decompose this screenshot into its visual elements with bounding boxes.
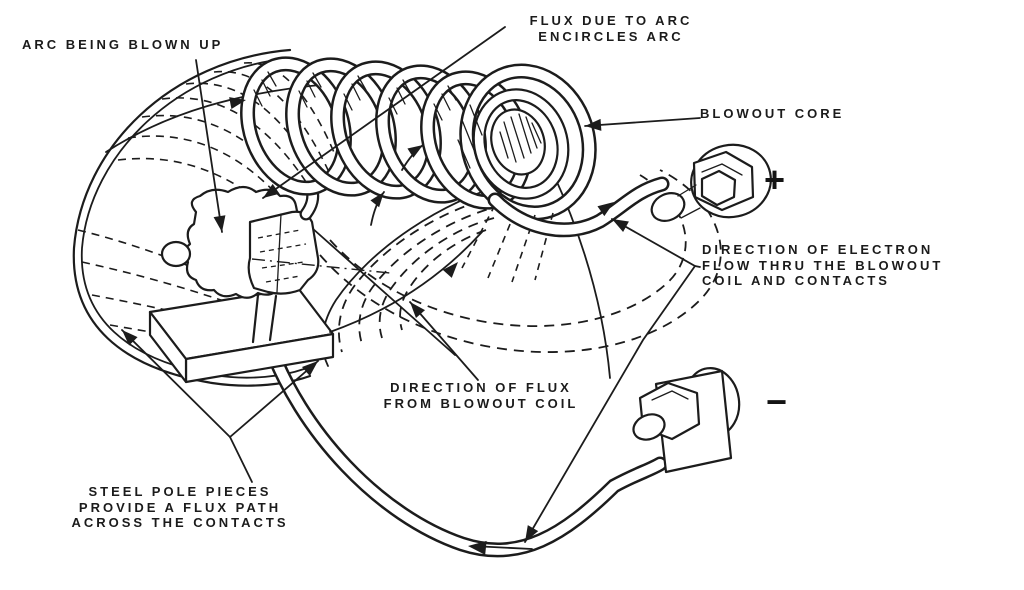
label-line: FROM BLOWOUT COIL [383,395,579,411]
leader-electron-flow [524,218,701,543]
core-flux-dashes [461,204,554,283]
contact-base-block [148,286,335,384]
negative-terminal-bolt [632,367,741,474]
label-line: ACROSS THE CONTACTS [71,515,289,530]
label-line: DIRECTION OF FLUX [390,380,572,395]
label-line: FLOW THRU THE BLOWOUT [702,257,944,273]
positive-terminal-sign: + [764,159,786,200]
leader-steel-pole-pieces [121,329,319,483]
leader-lines [121,26,701,543]
electron-flow-arrow [468,540,487,555]
coil-lead-wire [487,176,670,238]
label-line: COIL AND CONTACTS [702,273,890,288]
contact-centerline [251,258,391,274]
blowout-coil [240,56,597,283]
negative-terminal-sign: − [766,381,788,422]
label-arc-being-blown-up: ARC BEING BLOWN UP [22,37,223,53]
label-line: ENCIRCLES ARC [538,28,684,44]
leader-flux-direction [409,301,479,381]
leader-flux-due-to-arc [262,26,506,199]
positive-terminal-bolt [650,143,772,222]
label-line: BLOWOUT CORE [700,106,845,121]
contact-strap [251,293,260,344]
flux-direction-arrows [229,97,483,333]
arc-cloud [160,185,391,344]
leader-blowout-core [584,117,701,131]
label-electron-flow: DIRECTION OF ELECTRON FLOW THRU THE BLOW… [702,242,943,289]
contact-block [247,210,320,295]
pole-piece-knob [160,240,192,268]
label-line: FLUX DUE TO ARC [529,13,693,28]
coil-turn-hatching [253,71,457,121]
label-line: ARC BEING BLOWN UP [22,37,224,52]
label-steel-pole-pieces: STEEL POLE PIECES PROVIDE A FLUX PATH AC… [46,484,314,531]
leader-arc-being-blown-up [195,59,226,233]
label-flux-direction: DIRECTION OF FLUX FROM BLOWOUT COIL [362,380,600,411]
label-line: PROVIDE A FLUX PATH [78,499,282,515]
label-blowout-core: BLOWOUT CORE [700,106,844,122]
label-line: STEEL POLE PIECES [88,484,272,499]
electron-flow-arrow [597,202,614,217]
blowout-core [457,63,597,221]
bottom-conductor-wire [260,332,668,558]
label-flux-due-to-arc: FLUX DUE TO ARC ENCIRCLES ARC [498,13,724,44]
label-line: DIRECTION OF ELECTRON [702,242,934,257]
